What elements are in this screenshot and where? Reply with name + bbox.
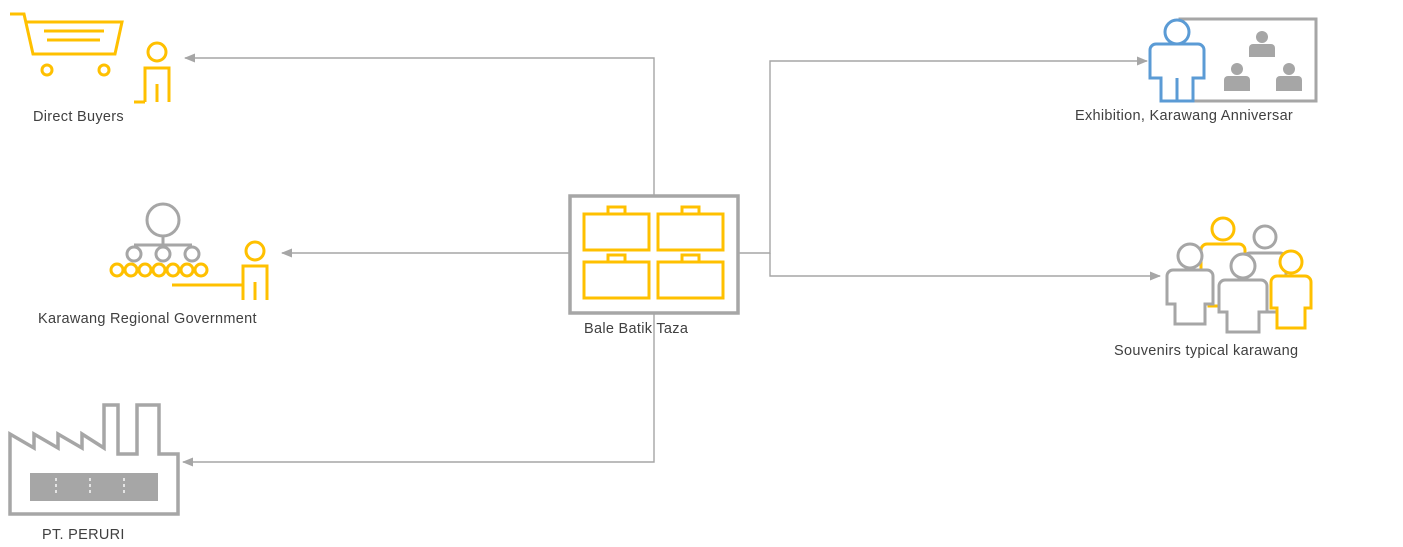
label-regional-government: Karawang Regional Government — [38, 311, 257, 327]
label-direct-buyers: Direct Buyers — [33, 109, 124, 125]
presentation-audience-icon — [1148, 17, 1318, 103]
crowd-group-icon — [1165, 216, 1313, 334]
label-souvenirs: Souvenirs typical karawang — [1114, 343, 1299, 359]
connector-souvenirs — [769, 253, 1162, 281]
label-exhibition: Exhibition, Karawang Anniversar — [1075, 108, 1294, 124]
org-hierarchy-person-icon — [109, 202, 269, 300]
label-peruri: PT. PERURI — [42, 527, 125, 543]
connector-direct-buyers — [183, 53, 655, 196]
connector-exhibition — [738, 56, 1149, 254]
connector-peruri — [181, 313, 655, 467]
connectors — [181, 53, 1162, 467]
label-center: Bale Batik Taza — [584, 321, 689, 337]
briefcase-grid-icon — [568, 194, 740, 315]
shopping-cart-person-icon — [10, 12, 171, 104]
factory-icon — [8, 403, 180, 516]
